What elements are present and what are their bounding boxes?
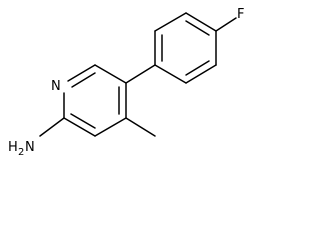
- bond-n1-c6-double: [71, 72, 96, 88]
- fluorine-label: F: [237, 7, 244, 22]
- chemical-structure: N F H 2 N: [8, 7, 244, 158]
- bond-lines: [39, 12, 237, 137]
- amine-h-label: H: [8, 140, 18, 155]
- bond-c-f: [215, 17, 237, 32]
- bond-p5-p6-double: [185, 60, 210, 76]
- bond-n1-c6: [67, 64, 96, 82]
- amine-subscript-label: 2: [18, 147, 24, 158]
- nitrogen-label: N: [51, 79, 61, 94]
- amine-n-label: N: [25, 140, 35, 155]
- bond-c3-c2-double: [70, 113, 96, 129]
- bond-p5-p6: [185, 64, 217, 84]
- bond-c3-c2: [63, 117, 96, 137]
- bond-amine: [39, 117, 65, 137]
- bond-c6-c5: [94, 64, 127, 84]
- bond-methyl: [125, 117, 156, 137]
- bond-p2-p3: [154, 12, 187, 32]
- bond-p3-p4: [185, 12, 217, 32]
- atom-labels: N F H 2 N: [8, 7, 244, 158]
- bond-p3-p4-double: [185, 20, 210, 36]
- bond-c4-c3: [94, 117, 127, 137]
- bond-p6-p1: [154, 64, 187, 84]
- bond-biaryl: [125, 64, 156, 84]
